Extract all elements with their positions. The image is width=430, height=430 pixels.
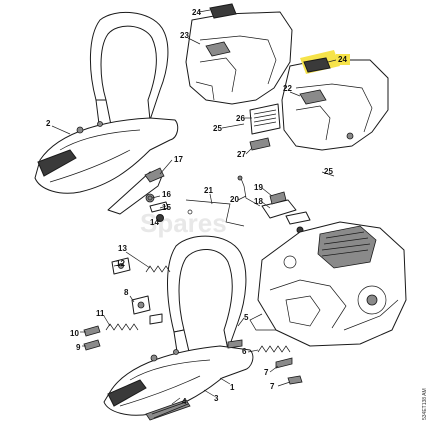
label-16: 16 [162,190,171,199]
buffer-12 [111,257,131,275]
label-11: 11 [96,309,105,318]
screw-9 [83,339,101,351]
cap-24-upper [209,3,237,19]
label-17: 17 [174,155,183,164]
grip-pad-4 [145,399,191,421]
link-20 [237,175,261,207]
spring-13 [145,265,171,273]
highlight-box-24 [336,54,350,65]
screw-10 [83,325,101,337]
label-19: 19 [254,183,263,192]
label-12: 12 [116,259,125,268]
spring-11 [105,323,139,331]
leader-lines [51,9,337,405]
spring-6 [257,345,291,353]
bolt-7-lower [287,375,303,385]
drawing-code: 534ET138 AM [422,388,428,420]
label-25-right: 25 [324,167,333,176]
bolt-5 [227,339,243,349]
rear-handle-lower [103,235,254,416]
rear-handle-upper [34,11,179,194]
part-labels: 24 23 24 22 2 26 25 25 27 17 16 15 14 21… [46,8,347,406]
label-27: 27 [237,150,246,159]
label-3: 3 [214,394,219,403]
label-14: 14 [150,218,159,227]
label-18: 18 [254,197,263,206]
buffer-small [149,313,163,325]
rod-21 [185,199,245,227]
watermark-text: Spares [140,208,227,238]
bolt-7-upper [275,357,293,369]
label-24-upper: 24 [192,8,201,17]
label-1: 1 [230,383,235,392]
label-21: 21 [204,186,213,195]
label-15: 15 [162,203,171,212]
label-7-lower: 7 [270,382,275,391]
label-5: 5 [244,313,249,322]
label-24-highlighted: 24 [338,55,347,64]
label-9: 9 [76,343,81,352]
label-10: 10 [70,329,79,338]
cap-24-highlighted [300,50,340,74]
label-2: 2 [46,119,51,128]
label-26: 26 [236,114,245,123]
engine-block [249,221,407,347]
label-6: 6 [242,347,247,356]
clip-27 [249,137,271,151]
label-22: 22 [283,84,292,93]
lever-17 [107,167,165,215]
lever-group-18-19 [261,191,311,234]
label-23: 23 [180,31,189,40]
label-25-left: 25 [213,124,222,133]
label-4: 4 [182,397,187,406]
filter-plate-26 [249,103,281,135]
label-13: 13 [118,244,127,253]
buffer-8 [131,295,151,315]
label-7-upper: 7 [264,368,269,377]
shroud-23 [185,11,293,105]
label-8: 8 [124,288,129,297]
shroud-22 [281,59,389,151]
label-20: 20 [230,195,239,204]
